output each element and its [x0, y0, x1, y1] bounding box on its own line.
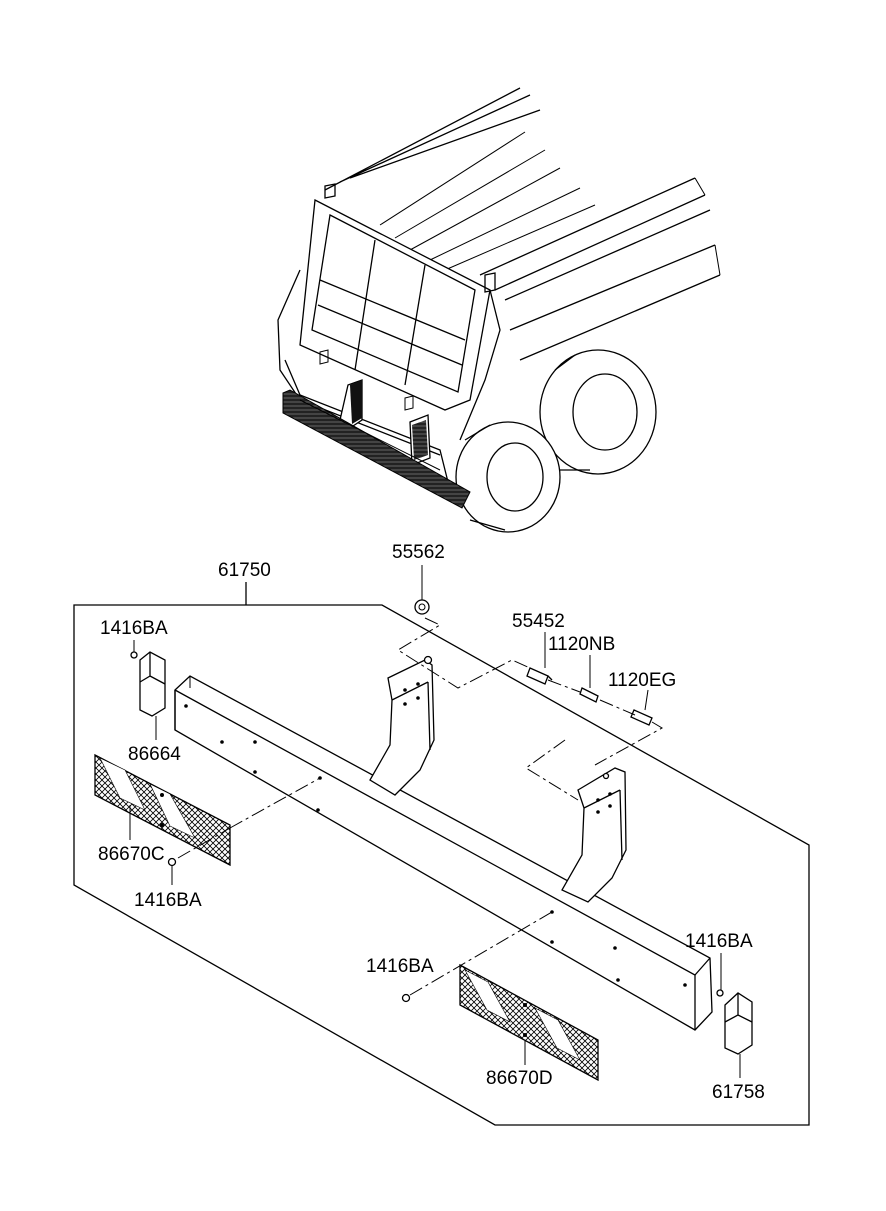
leader-lines: [129, 565, 741, 1078]
label-1416ba-top-left: 1416BA: [100, 618, 168, 639]
label-86664: 86664: [128, 744, 181, 765]
label-1120eg: 1120EG: [608, 670, 676, 691]
bolt-1120nb: [579, 687, 599, 703]
end-cap-right-61758: [724, 992, 753, 1055]
dump-truck-illustration: [277, 87, 721, 533]
label-61750: 61750: [218, 560, 271, 581]
bolt-55452: [526, 667, 553, 685]
label-61758: 61758: [712, 1082, 765, 1103]
screw-mid-left: [167, 857, 177, 867]
label-1416ba-right: 1416BA: [685, 931, 753, 952]
assembly-boundary: [73, 604, 810, 1126]
label-86670d: 86670D: [486, 1068, 553, 1089]
reflector-right-86670d: [459, 963, 599, 1082]
label-55452: 55452: [512, 611, 565, 632]
screw-top-left: [130, 651, 138, 659]
label-1416ba-mid-right: 1416BA: [366, 956, 434, 977]
end-cap-left-86664: [139, 651, 166, 717]
screw-mid-right: [401, 993, 411, 1003]
right-bracket: [561, 767, 627, 903]
rear-bumper-bar: [174, 675, 713, 1031]
left-bracket: [369, 655, 435, 796]
label-1416ba-mid-left: 1416BA: [134, 890, 202, 911]
reflector-left-86670c: [94, 753, 231, 867]
label-55562: 55562: [392, 542, 445, 563]
bolt-1120eg: [630, 709, 653, 726]
label-1120nb: 1120NB: [548, 634, 615, 655]
nut-55562: [414, 599, 430, 615]
label-86670c: 86670C: [98, 844, 165, 865]
screw-right: [716, 989, 724, 997]
